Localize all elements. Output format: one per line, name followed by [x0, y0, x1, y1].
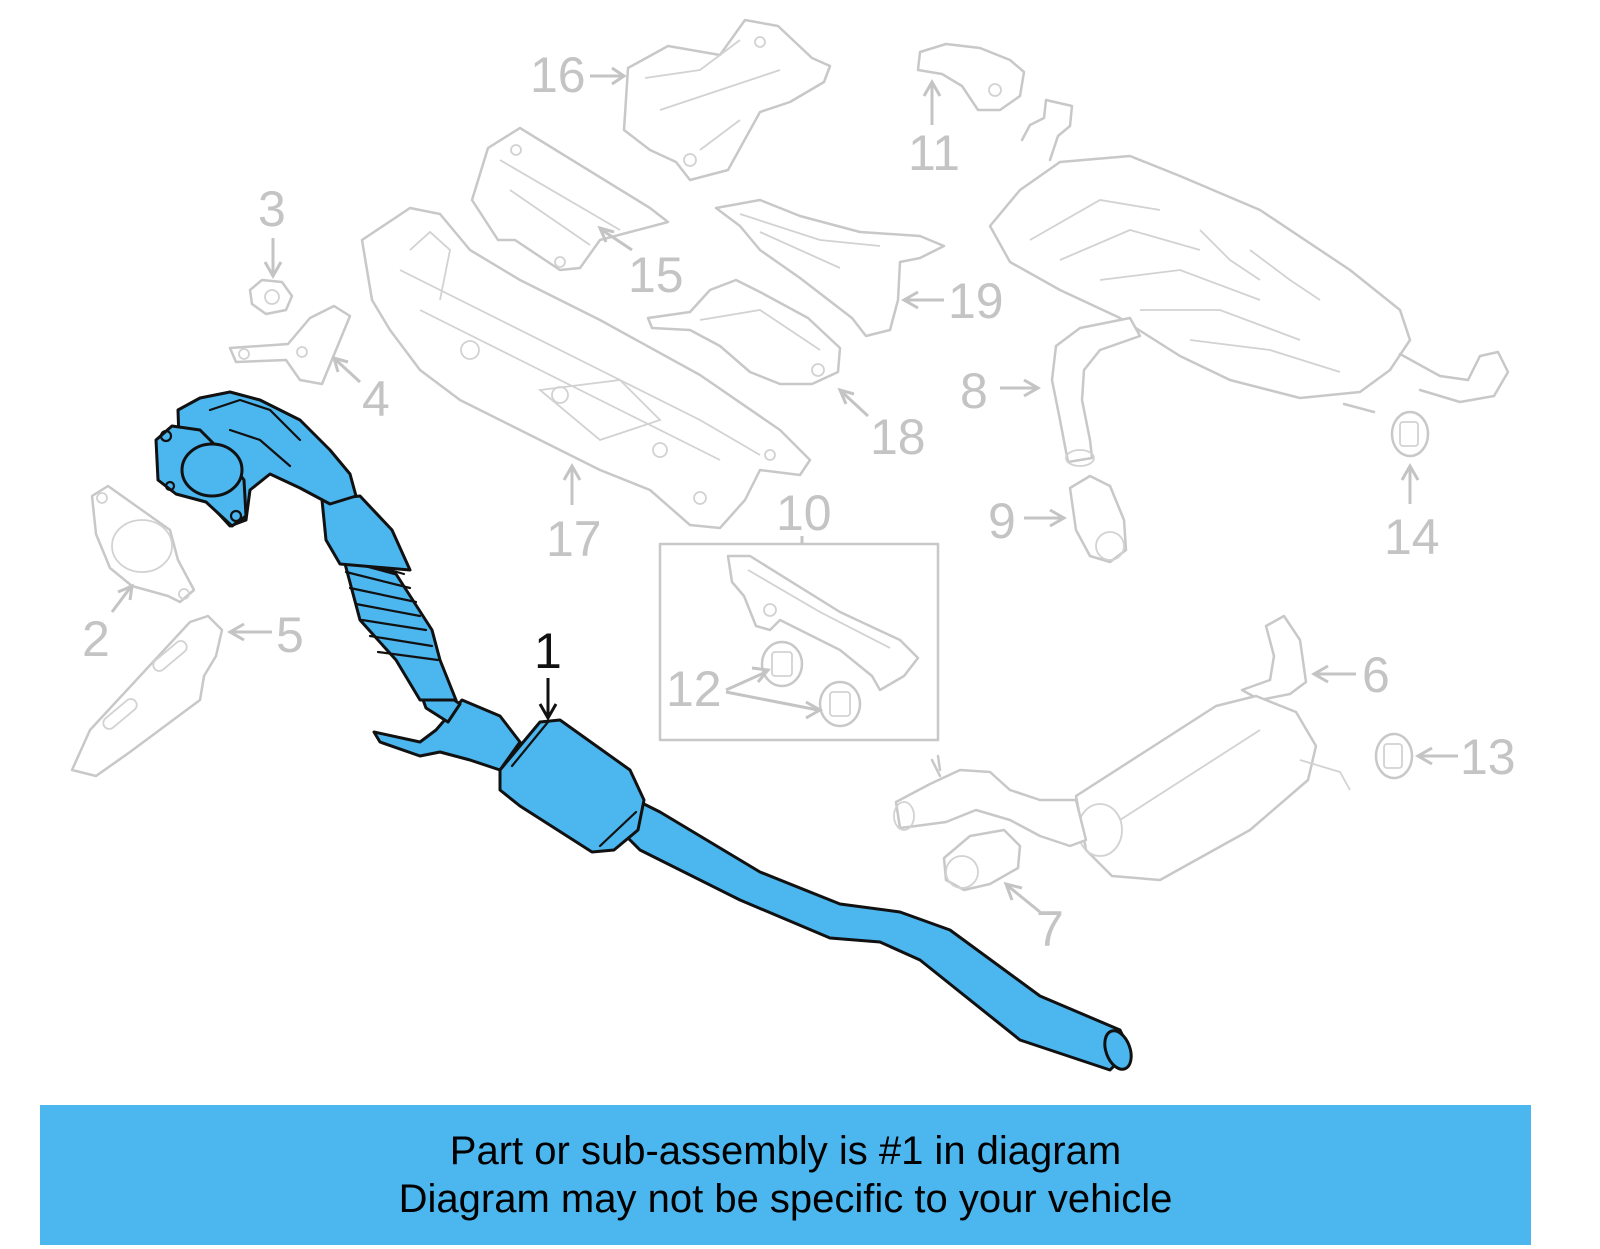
arrow-4	[331, 355, 362, 384]
part-15-heat-shield	[470, 126, 670, 272]
arrow-12a	[725, 666, 771, 692]
arrow-8	[1000, 378, 1042, 398]
arrow-17	[562, 462, 582, 505]
part-14-mount	[1390, 410, 1430, 458]
callout-6: 6	[1362, 647, 1390, 703]
part-8-rear-muffler	[988, 98, 1510, 414]
arrow-19	[900, 290, 944, 310]
part-9-clamp	[1068, 474, 1128, 564]
callout-2: 2	[82, 611, 110, 667]
part-13-mount	[1374, 732, 1414, 780]
banner-line-2: Diagram may not be specific to your vehi…	[398, 1177, 1173, 1221]
info-banner: Part or sub-assembly is #1 in diagram Di…	[40, 1105, 1531, 1245]
arrow-16	[590, 66, 627, 86]
arrow-1	[538, 678, 558, 722]
callout-1: 1	[534, 623, 562, 679]
callout-15: 15	[628, 247, 684, 303]
part-7-clamp	[942, 828, 1022, 892]
arrow-5	[226, 622, 272, 642]
part-1-catalytic-converter-pipe	[154, 390, 1133, 1072]
banner-line-1: Part or sub-assembly is #1 in diagram	[449, 1129, 1122, 1173]
callout-7: 7	[1036, 901, 1064, 957]
callout-14: 14	[1384, 509, 1440, 565]
part-18-heat-shield	[646, 278, 842, 386]
callout-3: 3	[258, 181, 286, 237]
arrow-18	[837, 387, 870, 418]
part-17-heat-shield	[360, 206, 812, 530]
arrow-9	[1024, 508, 1068, 528]
callout-9: 9	[988, 493, 1016, 549]
callout-13: 13	[1460, 729, 1516, 785]
part-8-pipe	[1050, 316, 1142, 467]
part-16-heat-shield	[622, 18, 832, 182]
part-6-front-muffler	[893, 614, 1351, 882]
arrow-15	[597, 225, 633, 252]
callout-5: 5	[276, 607, 304, 663]
arrow-12b	[725, 690, 824, 720]
callout-11: 11	[908, 125, 960, 181]
arrow-3	[263, 238, 283, 280]
arrow-11	[922, 78, 942, 125]
callout-4: 4	[362, 371, 390, 427]
part-11-bracket	[916, 42, 1026, 112]
callout-17: 17	[546, 511, 602, 567]
arrow-14	[1400, 462, 1420, 504]
part-5-bracket	[70, 614, 224, 778]
part-4-bracket	[228, 304, 352, 386]
part-10-group-box	[658, 542, 940, 742]
callout-18: 18	[870, 409, 926, 465]
callout-19: 19	[948, 273, 1004, 329]
arrow-7	[1003, 881, 1041, 914]
part-12-mounts	[760, 640, 862, 728]
callout-12: 12	[666, 661, 722, 717]
arrow-6	[1310, 664, 1356, 684]
arrow-13	[1414, 746, 1458, 766]
part-2-gasket	[90, 484, 196, 604]
part-19-heat-shield	[714, 198, 946, 338]
part-10-bracket	[726, 554, 920, 692]
arrow-2	[110, 583, 134, 613]
callout-8: 8	[960, 363, 988, 419]
callout-10: 10	[776, 485, 832, 541]
part-3-nut	[248, 278, 294, 316]
callout-16: 16	[530, 47, 586, 103]
